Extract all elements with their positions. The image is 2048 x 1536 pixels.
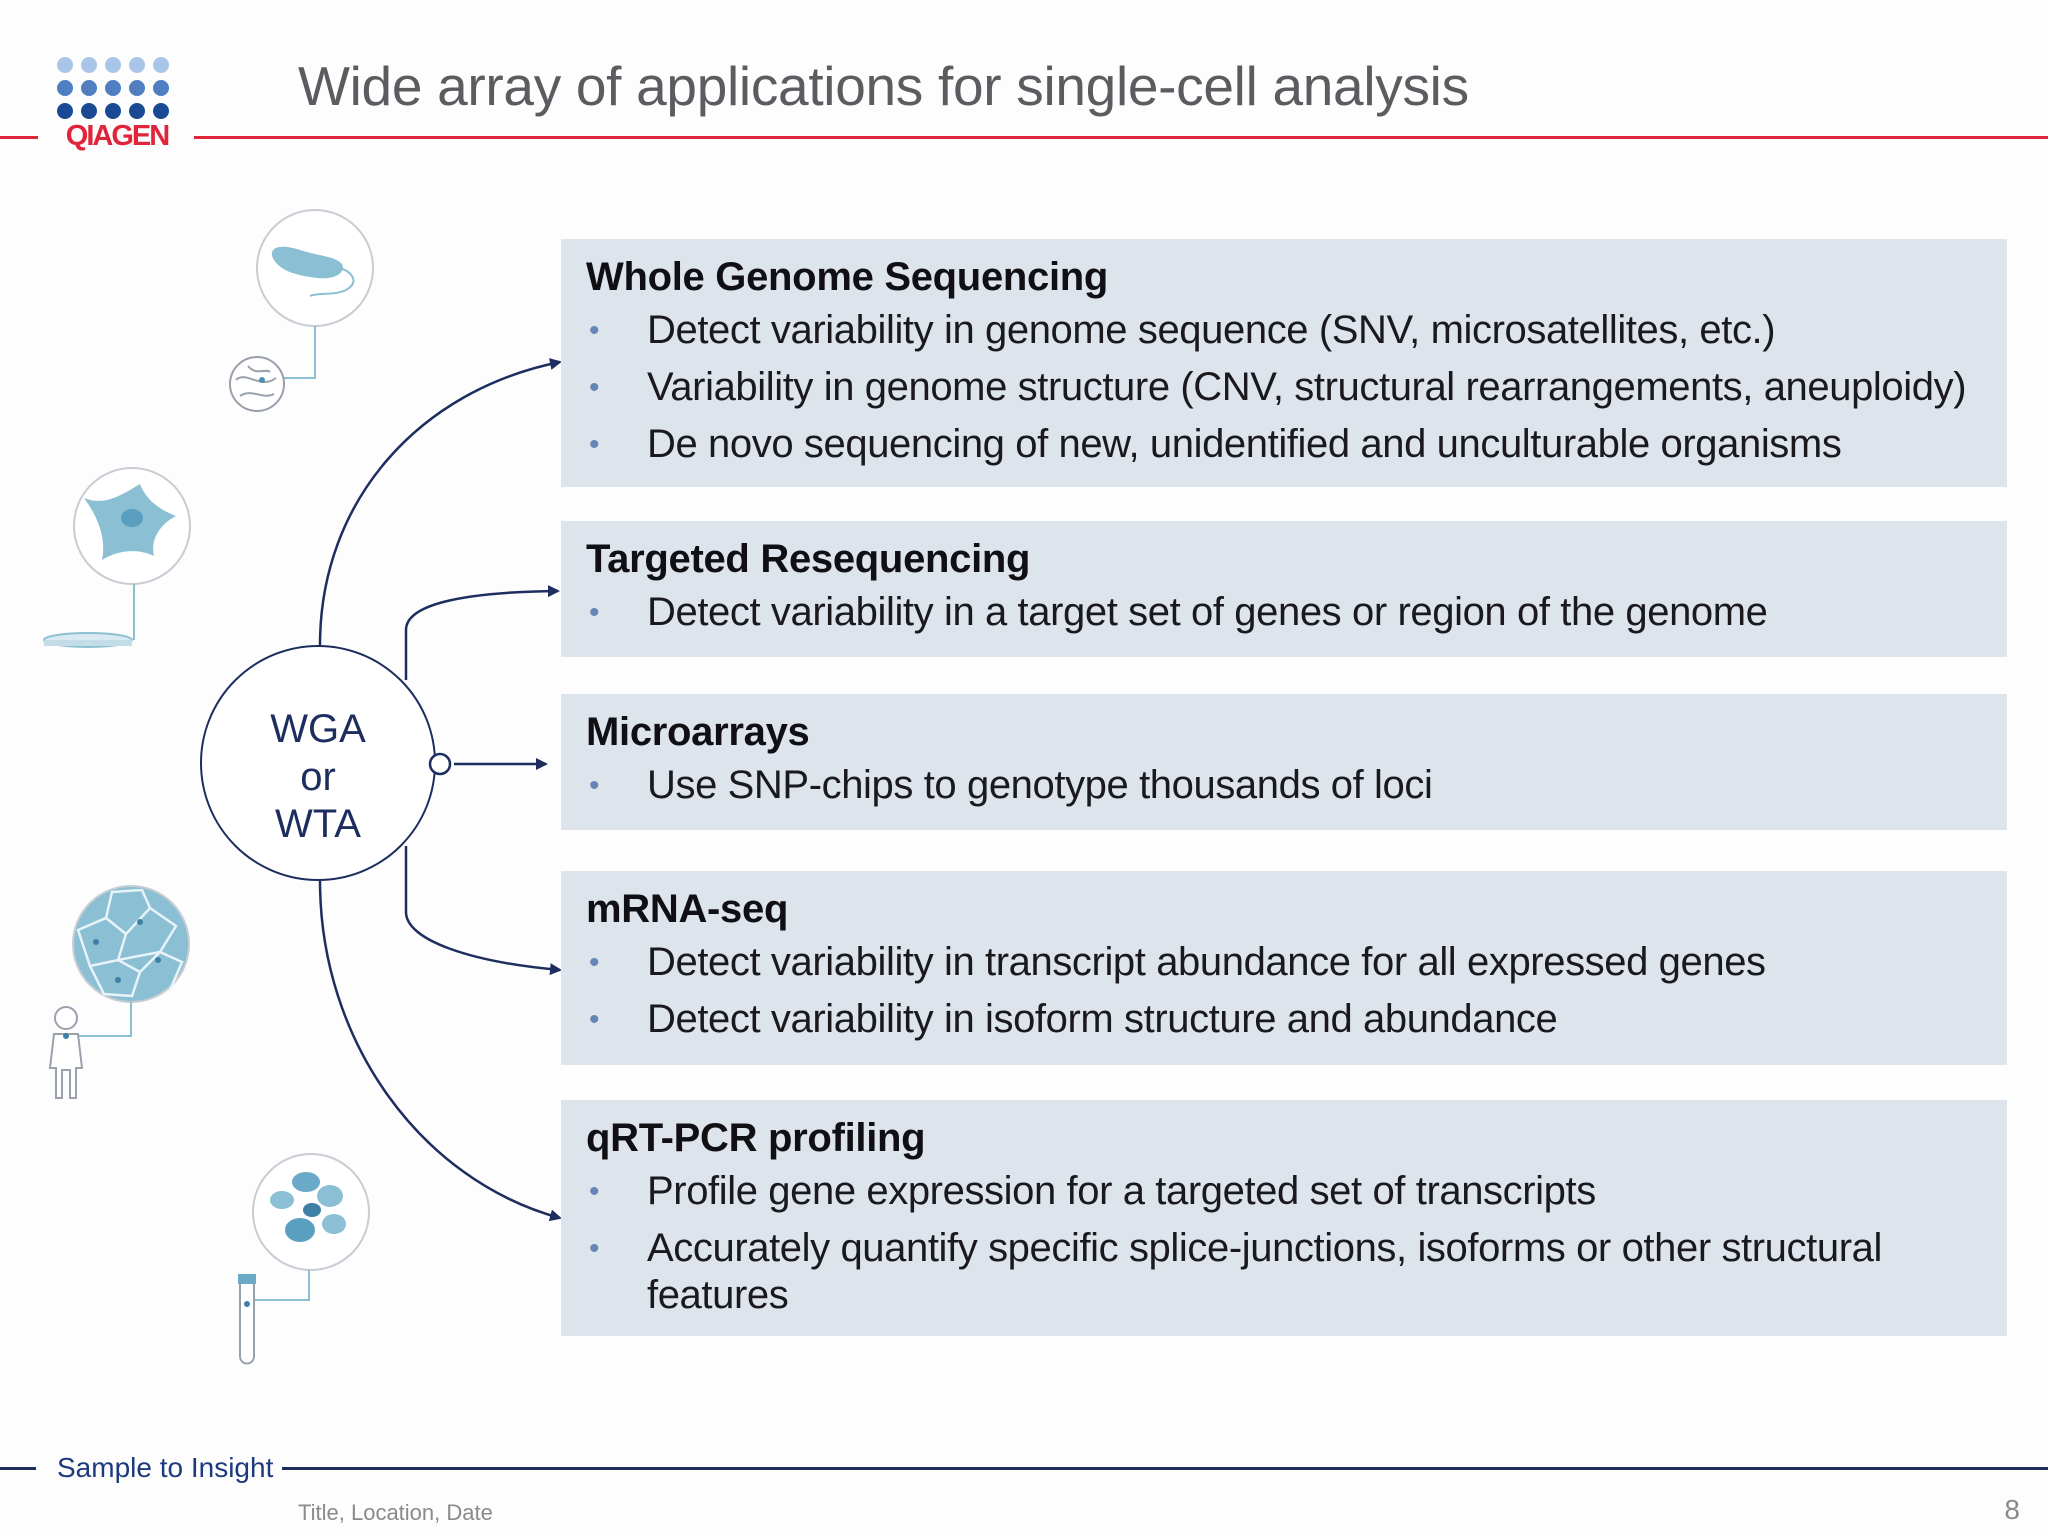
footer-divider-right (282, 1467, 2048, 1470)
box-whole-genome-sequencing: Whole Genome Sequencing • Detect variabil… (561, 239, 2007, 487)
box-targeted-resequencing: Targeted Resequencing • Detect variabilit… (561, 521, 2007, 657)
page-title: Wide array of applications for single-ce… (298, 55, 1469, 117)
blood-cells-icon (252, 1153, 370, 1301)
hub-line-3: WTA (275, 802, 361, 846)
list-item: • Profile gene expression for a targeted … (586, 1168, 2007, 1215)
bullet-list: • Detect variability in transcript abunda… (586, 939, 2007, 1043)
arrow-to-mrna (404, 846, 562, 976)
logo-wordmark: QIAGEN (65, 120, 170, 152)
box-heading: qRT-PCR profiling (586, 1116, 926, 1160)
bullet-icon: • (589, 428, 600, 461)
list-item: • Detect variability in transcript abunda… (586, 939, 2007, 986)
bullet-list: • Detect variability in a target set of g… (586, 589, 2007, 636)
soil-sample-icon (229, 356, 285, 412)
arrow-to-trs (404, 585, 560, 680)
bullet-list: • Profile gene expression for a targeted … (586, 1168, 2007, 1319)
test-tube-icon (238, 1274, 256, 1365)
bullet-list: • Detect variability in genome sequence (… (586, 307, 2007, 468)
box-qrt-pcr-profiling: qRT-PCR profiling • Profile gene expressi… (561, 1100, 2007, 1336)
footer-tagline: Sample to Insight (57, 1452, 274, 1483)
list-item: • Use SNP-chips to genotype thousands of … (586, 762, 2007, 809)
box-heading: mRNA-seq (586, 887, 789, 931)
bullet-text: Use SNP-chips to genotype thousands of l… (647, 763, 1433, 807)
bullet-icon: • (589, 371, 600, 404)
stem-cell-icon (73, 467, 191, 640)
bullet-text: De novo sequencing of new, unidentified … (647, 422, 1842, 466)
box-mrna-seq: mRNA-seq • Detect variability in transcri… (561, 871, 2007, 1065)
box-heading: Microarrays (586, 710, 810, 754)
box-microarrays: Microarrays • Use SNP-chips to genotype t… (561, 694, 2007, 830)
bullet-icon: • (589, 314, 600, 347)
logo-dots-icon (57, 57, 169, 119)
footer-divider-left (0, 1467, 36, 1470)
bullet-icon: • (589, 1232, 600, 1265)
bullet-icon: • (589, 1175, 600, 1208)
hub-line-2: or (300, 755, 336, 799)
sample-illustrations (43, 209, 374, 1365)
header-divider-right (194, 136, 2048, 139)
bullet-text: Profile gene expression for a targeted s… (647, 1169, 1596, 1213)
hub-line-1: WGA (270, 707, 366, 751)
bullet-icon: • (589, 1003, 600, 1036)
footer-meta: Title, Location, Date (298, 1500, 493, 1525)
bullet-text: Detect variability in isoform structure … (647, 997, 1558, 1041)
bullet-text: Variability in genome structure (CNV, st… (647, 365, 1967, 409)
list-item: • Variability in genome structure (CNV, s… (586, 364, 2007, 411)
list-item: • Accurately quantify specific splice-jun… (586, 1225, 2007, 1319)
bullet-text: Detect variability in a target set of ge… (647, 590, 1768, 634)
qiagen-logo: QIAGEN (54, 56, 180, 156)
wga-wta-hub: WGA or WTA (200, 645, 436, 881)
bullet-icon: • (589, 769, 600, 802)
petri-dish-icon (43, 632, 133, 648)
list-item: • De novo sequencing of new, unidentified… (586, 421, 2007, 468)
bullet-text: Accurately quantify specific splice-junc… (647, 1226, 1882, 1317)
hub-connector-node (428, 752, 452, 776)
tissue-icon (72, 885, 190, 1037)
human-figure-icon (48, 1006, 84, 1099)
list-item: • Detect variability in genome sequence (… (586, 307, 2007, 354)
bullet-icon: • (589, 596, 600, 629)
box-heading: Whole Genome Sequencing (586, 255, 1109, 299)
list-item: • Detect variability in a target set of g… (586, 589, 2007, 636)
bullet-text: Detect variability in transcript abundan… (647, 940, 1766, 984)
box-heading: Targeted Resequencing (586, 537, 1031, 581)
bullet-icon: • (589, 946, 600, 979)
bacterium-icon (256, 209, 374, 379)
page-number: 8 (2004, 1494, 2020, 1525)
bullet-text: Detect variability in genome sequence (S… (647, 308, 1776, 352)
list-item: • Detect variability in isoform structure… (586, 996, 2007, 1043)
bullet-list: • Use SNP-chips to genotype thousands of … (586, 762, 2007, 809)
header-divider-left (0, 136, 38, 139)
